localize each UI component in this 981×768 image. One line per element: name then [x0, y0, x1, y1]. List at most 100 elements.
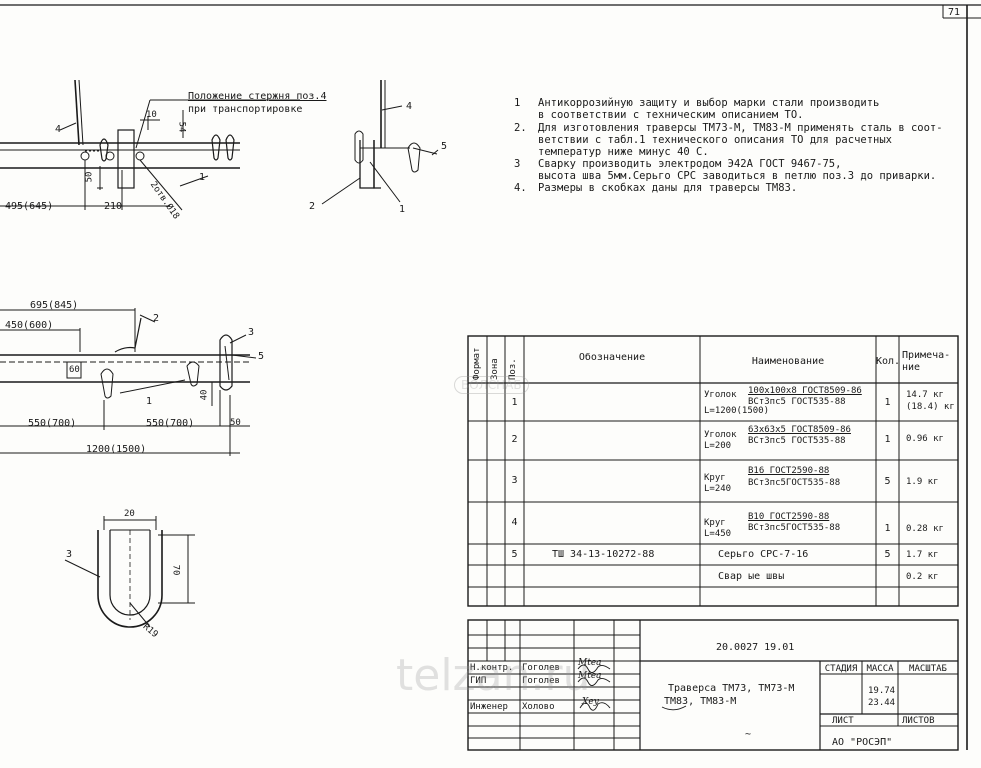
- callout-2: 2: [309, 201, 316, 212]
- spec-header-name: Наименование: [751, 356, 825, 367]
- spec-name: Серьго СРС-7-16: [718, 549, 809, 560]
- sheet-number: 71: [948, 7, 961, 18]
- role-label: ГИП: [470, 676, 487, 686]
- callout-1: 1: [399, 204, 406, 215]
- dim-label: 60: [69, 365, 80, 375]
- person-name: Гоголев: [522, 663, 560, 673]
- spec-qty: 1: [884, 434, 891, 445]
- spec-note: (18.4) кг: [906, 402, 955, 412]
- note-line: температур ниже минус 40 С.: [538, 146, 709, 158]
- dim-label: 450(600): [5, 320, 54, 331]
- spec-header-designation: Обозначение: [578, 352, 646, 363]
- spec-qty: 1: [884, 397, 891, 408]
- callout-4: 4: [55, 124, 62, 135]
- view1-annotation-2: при транспортировке: [188, 104, 303, 115]
- note-line: Сварку производить электродом Э42А ГОСТ …: [538, 158, 842, 170]
- spec-pos: 1: [511, 397, 518, 408]
- spec-header-note: ние: [902, 362, 921, 373]
- dim-label: 70: [170, 564, 181, 576]
- spec-prefix: L=450: [704, 529, 732, 539]
- note-line: Размеры в скобках даны для траверсы ТМ83…: [538, 182, 798, 194]
- callout-3: 3: [66, 549, 73, 560]
- watermark: telzan.ru: [396, 650, 591, 701]
- sheets-label: ЛИСТОВ: [902, 716, 935, 726]
- dim-label: 695(845): [30, 300, 79, 311]
- dim-label: 550(700): [146, 418, 195, 429]
- dim-label: 495(645): [5, 201, 54, 212]
- dim-label: 210: [104, 201, 123, 212]
- mass-value: 19.74: [868, 686, 896, 696]
- note-number: 3: [514, 158, 521, 170]
- callout-2: 2: [153, 313, 160, 324]
- callout-5: 5: [258, 351, 265, 362]
- callout-5: 5: [441, 141, 448, 152]
- note-number: 2.: [514, 122, 527, 134]
- spec-profile: В16 ГОСТ2590-88: [748, 466, 830, 476]
- spec-header-format: Формат: [472, 347, 482, 380]
- spec-profile: 63x63x5 ГОСТ8509-86: [748, 425, 851, 435]
- spec-prefix: L=240: [704, 484, 732, 494]
- spec-designation: ТШ 34-13-10272-88: [552, 549, 655, 560]
- spec-prefix: L=200: [704, 441, 732, 451]
- drawing-title: Траверса ТМ73, ТМ73-М: [668, 683, 795, 694]
- doc-number: 20.0027 19.01: [716, 642, 795, 653]
- dim-label: 50: [84, 171, 95, 183]
- organization: АО "РОСЭП": [832, 737, 893, 748]
- spec-prefix: Уголок: [704, 390, 737, 400]
- stage-label: СТАДИЯ: [824, 664, 858, 674]
- role-label: Н.контр.: [470, 663, 514, 673]
- scale-label: МАСШТАБ: [909, 664, 947, 674]
- spec-steel: ВСт3пс5 ГОСТ535-88: [748, 397, 846, 407]
- mass-label: МАССА: [866, 664, 894, 674]
- signature: Mtea: [578, 658, 602, 668]
- spec-pos: 3: [511, 475, 518, 486]
- dim-label: 20: [124, 509, 135, 519]
- note-number: 4.: [514, 182, 527, 194]
- dim-label: 54: [176, 121, 187, 133]
- note-line: ветствии с табл.1 технического описания …: [538, 134, 893, 146]
- spec-steel: ВСт3пс5ГОСТ535-88: [748, 523, 841, 533]
- dim-label: 10: [146, 110, 157, 120]
- dim-label: 1200(1500): [86, 444, 147, 455]
- tilde-mark: ~: [745, 729, 752, 740]
- spec-prefix: Круг: [704, 473, 726, 483]
- spec-prefix: Уголок: [704, 430, 737, 440]
- spec-note: 14.7 кг: [906, 390, 944, 400]
- spec-profile: В10 ГОСТ2590-88: [748, 512, 830, 522]
- spec-qty: 5: [884, 476, 891, 487]
- spec-prefix: Круг: [704, 518, 726, 528]
- spec-note: 1.7 кг: [906, 550, 939, 560]
- person-name: Гоголев: [522, 676, 560, 686]
- callout-1: 1: [199, 172, 206, 183]
- role-label: Инженер: [470, 702, 508, 712]
- note-number: 1: [514, 97, 521, 109]
- spec-steel: ВСт3пс5ГОСТ535-88: [748, 478, 841, 488]
- spec-name: Свар ые швы: [718, 571, 785, 582]
- spec-header-qty: Кол.: [876, 356, 901, 367]
- callout-4: 4: [406, 101, 413, 112]
- note-line: высота шва 5мм.Серьго СРС заводиться в п…: [538, 170, 937, 182]
- view1-annotation: Положение стержня поз.4: [188, 91, 327, 102]
- signature: Mtea: [578, 671, 602, 681]
- mass-value: 23.44: [868, 698, 896, 708]
- callout-3: 3: [248, 327, 255, 338]
- dim-label: 40: [199, 389, 210, 401]
- spec-note: 0.2 кг: [906, 572, 939, 582]
- spec-header-note: Примеча-: [902, 350, 951, 361]
- spec-pos: 2: [511, 434, 518, 445]
- dim-label: 50: [230, 418, 241, 428]
- spec-profile: 100x100x8 ГОСТ8509-86: [748, 386, 862, 396]
- spec-pos: 5: [511, 549, 518, 560]
- drawing-title: ТМ83, ТМ83-М: [664, 696, 737, 707]
- note-line: в соответствии с техническим описанием Т…: [538, 109, 804, 121]
- note-line: Для изготовления траверсы ТМ73-М, ТМ83-М…: [538, 122, 943, 134]
- callout-1: 1: [146, 396, 153, 407]
- spec-steel: ВСт3пс5 ГОСТ535-88: [748, 436, 846, 446]
- dim-label: 550(700): [28, 418, 77, 429]
- spec-note: 0.28 кг: [906, 524, 944, 534]
- spec-note: 0.96 кг: [906, 434, 944, 444]
- watermark-logo: ВОЛСНАБ: [454, 376, 529, 394]
- spec-prefix: L=1200(1500): [704, 406, 770, 416]
